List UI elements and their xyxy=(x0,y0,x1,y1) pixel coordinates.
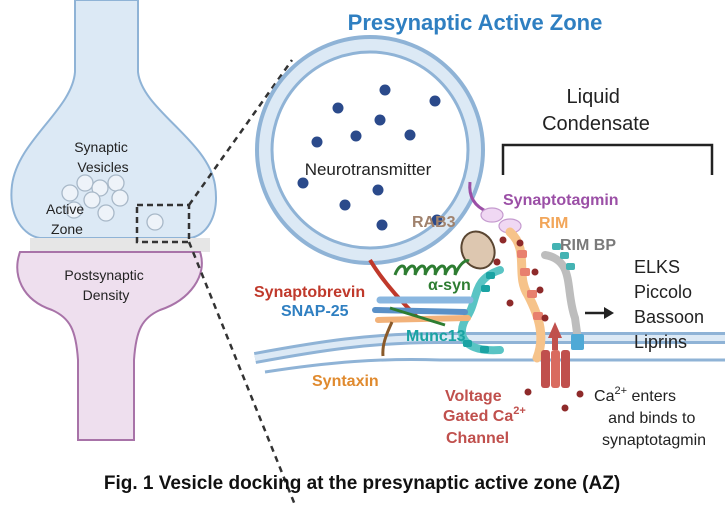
synaptic-vesicle-large xyxy=(255,35,485,265)
svg-text:Postsynaptic Density: Postsynaptic Density xyxy=(64,267,147,303)
liquid-condensate-label-1: Liquid xyxy=(567,86,620,108)
syntaxin-label: Syntaxin xyxy=(312,373,379,390)
voltage-label-1: Voltage xyxy=(445,388,502,405)
ca-note-line-2: and binds to xyxy=(608,410,695,427)
rim-bp-label: RIM BP xyxy=(560,237,616,254)
munc13-label: Munc13 xyxy=(406,328,466,345)
svg-text:Gated Ca2+: Gated Ca2+ xyxy=(443,405,526,425)
synaptic-cleft xyxy=(30,238,210,252)
ca-note-superscript: 2+ xyxy=(614,385,627,397)
synaptotagmin-label: Synaptotagmin xyxy=(503,192,619,209)
small-vesicles xyxy=(61,174,164,231)
active-zone-label-2: Zone xyxy=(51,221,83,237)
zoom-box xyxy=(135,203,191,244)
alpha-syn-label: α-syn xyxy=(428,277,471,294)
calcium-ions xyxy=(493,236,584,412)
figure-title: Presynaptic Active Zone xyxy=(348,10,603,35)
other-protein-1: ELKS xyxy=(634,257,680,277)
other-proteins-arrow xyxy=(585,307,614,319)
ca-note-ca: Ca xyxy=(594,388,615,405)
rim-bp-teal xyxy=(552,243,575,270)
munc13-beads xyxy=(463,272,495,353)
liquid-condensate-label-2: Condensate xyxy=(542,113,650,135)
voltage-label-superscript: 2+ xyxy=(513,405,526,417)
postsynaptic-terminal xyxy=(16,251,203,441)
synaptotagmin xyxy=(468,181,522,234)
svg-text:Voltage: Voltage xyxy=(445,388,502,405)
neurotransmitter-label: Neurotransmitter xyxy=(305,160,432,179)
synapse-overview: Synaptic Vesicles Active Zone Postsynapt… xyxy=(10,0,217,441)
snare-complex xyxy=(368,258,474,357)
rim-label: RIM xyxy=(539,215,568,232)
voltage-label-3: Channel xyxy=(446,430,509,447)
other-protein-3: Bassoon xyxy=(634,307,704,327)
ca-note-enters: enters xyxy=(627,388,676,405)
svg-text:Synaptic Vesicles: Synaptic Vesicles xyxy=(74,139,132,175)
rim-beads xyxy=(517,250,543,320)
other-protein-4: Liprins xyxy=(634,332,687,352)
synaptobrevin-label: Synaptobrevin xyxy=(254,284,365,301)
active-zone-label-1: Active xyxy=(46,201,84,217)
snap25-label: SNAP-25 xyxy=(281,303,349,320)
rim-bp-anchor xyxy=(571,334,584,350)
synaptic-vesicles-label-1: Synaptic xyxy=(74,139,128,155)
neurotransmitter-dots xyxy=(297,84,443,231)
voltage-gated-channel xyxy=(541,322,570,388)
synaptic-vesicles-label-2: Vesicles xyxy=(77,159,128,175)
alpha-synuclein xyxy=(393,259,470,276)
rab3-protein xyxy=(460,230,496,270)
ca-note-line-3: synaptotagmin xyxy=(602,432,706,449)
other-protein-2: Piccolo xyxy=(634,282,692,302)
postsynaptic-density-label-2: Density xyxy=(83,287,130,303)
postsynaptic-density-label-1: Postsynaptic xyxy=(64,267,143,283)
rab3-label: RAB3 xyxy=(412,214,456,231)
svg-text:ELKS Piccolo Bassoon: ELKS Piccolo Bassoon Liprins xyxy=(634,257,709,352)
svg-text:Liquid Condensate: Liquid Condensate xyxy=(542,86,650,135)
svg-text:Channel: Channel xyxy=(446,430,509,447)
svg-text:Ca2+ enters: Ca2+ enters xyxy=(594,385,676,405)
syntaxin-strand xyxy=(381,321,394,357)
figure-caption: Fig. 1 Vesicle docking at the presynapti… xyxy=(104,473,620,494)
voltage-label-2: Gated Ca xyxy=(443,408,513,425)
svg-text:Active Zone: Active Zone xyxy=(46,201,88,237)
zoom-line-top xyxy=(187,59,294,206)
zoom-line-bottom xyxy=(187,241,297,506)
svg-text:and binds to synaptotagmin: and binds to synaptotagmin xyxy=(602,410,706,449)
condensate-bracket xyxy=(501,143,714,175)
postsynaptic-membrane xyxy=(264,358,725,374)
rim-bp-chain xyxy=(541,251,582,344)
